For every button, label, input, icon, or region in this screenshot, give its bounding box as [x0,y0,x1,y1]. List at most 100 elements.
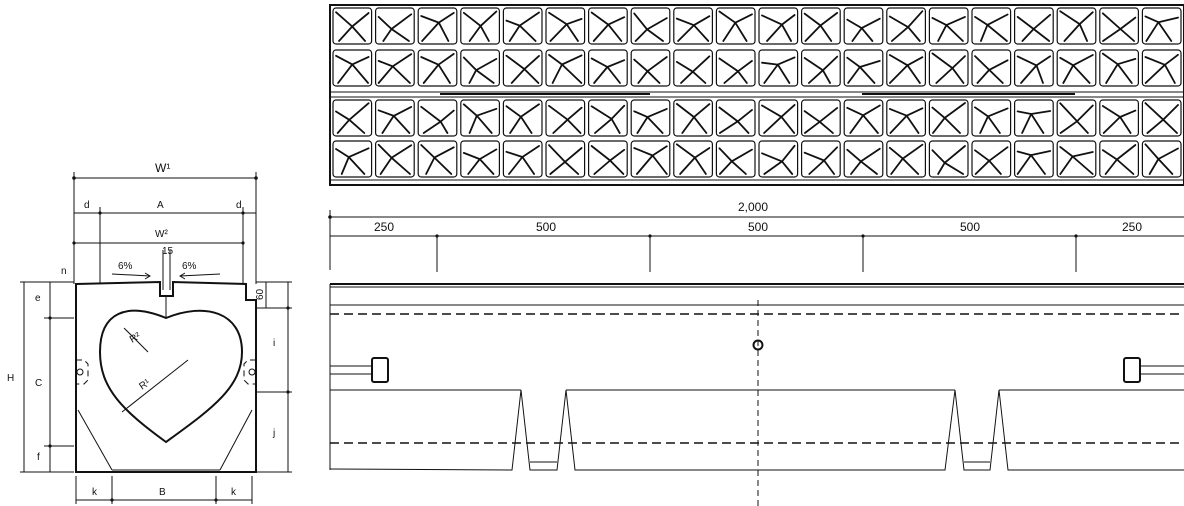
grating-cell [545,140,586,178]
grating-cell [587,7,628,45]
dim-w2-label: W² [155,229,168,240]
grating-cell [460,140,500,178]
grating-cell [843,140,884,178]
grating-cell [502,99,543,137]
segment-label-2: 500 [536,220,556,234]
grating-web [420,53,455,84]
grating-cell-pattern [332,7,1182,178]
cross-section-view: W¹ d A d W² 15 6% 6% n H [7,161,292,504]
grating-cell [375,49,415,87]
grating-cell [673,7,713,45]
slope-right-label: 6% [182,261,197,272]
grating-web [675,103,711,134]
grating-cell [1013,99,1054,137]
grating-cell [843,99,884,137]
grating-cell [375,140,415,178]
grating-web [420,144,455,175]
grating-cell [1013,7,1054,45]
grating-cell [630,140,671,178]
grating-cell [758,7,799,45]
grating-cell [715,7,756,45]
dim-c-label: C [35,378,42,389]
grating-web [335,147,370,175]
grating-cell [1056,140,1097,178]
grating-cell [417,99,458,137]
grating-cell [1056,99,1097,137]
grating-cell [758,49,799,87]
grating-web [718,147,753,175]
dim-slot-label: 15 [162,246,174,257]
grating-web [931,102,966,134]
grating-web [974,55,1009,84]
grating-cell [502,140,543,178]
grating-web [761,144,796,175]
grating-web [633,56,668,84]
segment-label-1: 250 [374,220,394,234]
grating-cell [460,7,500,45]
grating-cell [417,7,458,45]
grating-web [718,10,753,42]
grating-web [1101,52,1137,84]
grating-cell [673,49,713,87]
grating-cell [886,7,926,45]
grating-cell [1141,140,1182,178]
grating-web [377,143,413,175]
grating-web [803,107,839,134]
dim-d-left-label: d [84,200,90,211]
grating-cell [673,140,713,178]
grating-web [846,56,881,84]
grating-cell [332,7,373,45]
grating-cell [1013,140,1054,178]
grating-web [718,57,753,84]
grating-cell [460,99,500,137]
grating-cell [715,99,756,137]
grating-cell [886,99,926,137]
grating-web [1059,54,1094,84]
grating-cell [1099,140,1140,178]
grating-cell [1099,99,1140,137]
grating-web [1101,12,1137,42]
grating-web [420,12,455,42]
grating-cell [587,140,628,178]
grating-web [1059,146,1094,175]
dim-i-label: i [273,338,275,349]
grating-web [761,104,796,134]
grating-web [590,104,626,134]
grating-cell [800,7,841,45]
grating-web [974,106,1009,134]
radius-r1-label: R¹ [137,377,153,392]
grating-cell [1141,49,1182,87]
grating-web [1144,143,1179,175]
grating-cell [1056,49,1097,87]
grating-cell [630,49,671,87]
grating-web [803,55,839,84]
grating-web [761,14,796,42]
grating-cell [460,49,500,87]
grating-cell [715,140,756,178]
segment-label-3: 500 [748,220,768,234]
grating-cell [928,7,969,45]
grating-cell [1013,49,1054,87]
grating-cell [375,99,415,137]
grating-cell [971,7,1012,45]
dim-d-right-label: d [236,200,242,211]
grating-cell [332,99,373,137]
grating-web [931,145,966,175]
grating-cell [971,49,1012,87]
grating-web [633,145,668,175]
grating-web [1059,10,1094,42]
grating-web [931,15,966,42]
grating-cell [1056,7,1097,45]
side-elevation-view: 2,000 250 500 500 500 250 [328,200,1184,506]
grating-web [462,10,498,42]
grating-web [888,143,924,175]
grating-cell [800,49,841,87]
grating-cell [758,140,799,178]
grating-cell [630,99,671,137]
grating-web [377,53,413,84]
grating-web [505,103,540,134]
dim-b-label: B [159,487,166,498]
grating-web [931,52,966,84]
grating-cell [886,49,926,87]
